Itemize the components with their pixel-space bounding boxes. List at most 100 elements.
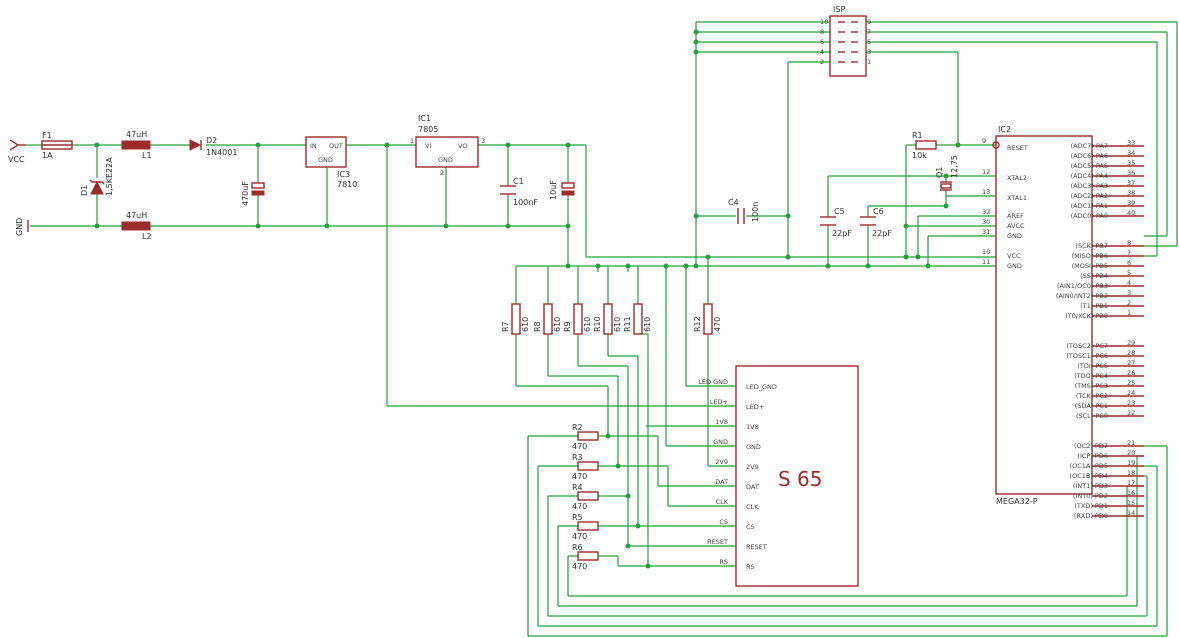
resistor-value: 470: [572, 532, 587, 541]
ic2-pin-number: 9: [982, 137, 986, 145]
ic2-pin-name: (TDI) PC5: [1077, 362, 1108, 370]
c5-value: 22pF: [832, 229, 852, 238]
c1-value: 100nF: [513, 198, 538, 207]
resistor-name: R8: [533, 321, 542, 332]
resistor-body: [577, 551, 599, 561]
s65-net-label: 1V8: [715, 418, 728, 426]
ic2-pin-name: (TOSC1) PC6: [1066, 352, 1108, 360]
ic2-pin-number: 13: [982, 188, 990, 196]
l1-name: L1: [142, 151, 152, 160]
resistor-body: [511, 303, 521, 335]
ic2-pin-number: 33: [1127, 139, 1135, 147]
ic2-pin-number: 28: [1127, 349, 1135, 357]
ic2-pin-name: (T1) PB1: [1080, 302, 1108, 310]
s65-net-label: GND: [713, 438, 728, 446]
ic2-pin-name: (INT0) PD2: [1073, 492, 1108, 500]
s65-pin-name: DAT: [746, 483, 759, 491]
resistor-body: [633, 303, 643, 335]
resistor-value: 610: [613, 317, 622, 332]
ic2-pin-number: 25: [1127, 379, 1135, 387]
ic1-pin-3: 3: [481, 137, 485, 145]
ic2-pin-number: 20: [1127, 449, 1135, 457]
resistor-name: R11: [623, 316, 632, 332]
resistor-value: 470: [572, 442, 587, 451]
resistor-value: 470: [713, 317, 722, 332]
ic2-pin-number: 36: [1127, 169, 1135, 177]
ic2-pin-name: (MOSI) PB5: [1072, 262, 1108, 270]
capacitor-c6: C6 22pF: [860, 207, 892, 238]
ic2-type: MEGA32-P: [996, 497, 1038, 506]
s65-net-label: LED GND: [698, 378, 728, 386]
resistor-body: [577, 491, 599, 501]
ic2-pin-name: GND: [1007, 262, 1022, 270]
ic2-pin-name: (SCK) PB7: [1075, 242, 1108, 250]
q1-name: Q1: [935, 167, 944, 178]
resistor-name: R12: [693, 316, 702, 332]
gnd-terminal: GND: [15, 218, 29, 236]
isp-pin-number: 5: [867, 38, 871, 46]
ic2-pin-name: GND: [1007, 232, 1022, 240]
isp-pin-number: 2: [820, 58, 824, 66]
resistor-value: 470: [572, 502, 587, 511]
l2-value: 47uH: [126, 211, 147, 220]
ic2-pin-number: 7: [1127, 249, 1131, 257]
ic2-pin-name: (ADC7) PA7: [1071, 142, 1108, 150]
s65-pin-name: 2V9: [746, 463, 759, 471]
ic1-pin-vo: VO: [458, 142, 467, 150]
ic2-pin-name: (TDO) PC4: [1074, 372, 1108, 380]
ic2-pin-number: 1: [1127, 309, 1131, 317]
ic2-pin-number: 37: [1127, 179, 1135, 187]
ic2-pin-name: (SS) PB4: [1080, 272, 1108, 280]
c6-name: C6: [873, 207, 884, 216]
ic2-pin-name: (ADC5) PA5: [1071, 162, 1108, 170]
c6-value: 22pF: [872, 229, 892, 238]
junctions: [94, 29, 961, 569]
ic3-name: IC3: [337, 170, 350, 179]
ic2-pin-name: (OC2) PD7: [1074, 442, 1108, 450]
l2-name: L2: [142, 232, 152, 241]
ic2-pin-name: XTAL1: [1007, 194, 1027, 202]
ic1-pin-gnd: GND: [438, 156, 453, 164]
ic2-pin-name: (ADC2) PA2: [1071, 192, 1108, 200]
ic2-pin-name: XTAL2: [1007, 174, 1027, 182]
ic2-pin-number: 27: [1127, 359, 1135, 367]
ic1-pin-2: 2: [440, 169, 444, 177]
ic2-pin-number: 19: [1127, 459, 1135, 467]
ic2-pin-number: 31: [982, 228, 990, 236]
ic2-pin-number: 6: [1127, 259, 1131, 267]
ic2-pin-number: 35: [1127, 159, 1135, 167]
ic2-pin-number: 14: [1127, 509, 1135, 517]
regulator-ic1: VI VO GND 1 3 2 IC1 7805: [410, 114, 485, 177]
resistor-value: 610: [553, 317, 562, 332]
resistor-body: [577, 521, 599, 531]
s65-net-label: RESET: [707, 538, 728, 546]
resistor-name: R6: [572, 543, 583, 552]
ic2-pin-name: (SDA) PC1: [1075, 402, 1108, 410]
capacitor-470uf: 470uF: [241, 181, 265, 206]
s65-pin-name: CS: [746, 523, 755, 531]
wires: [26, 21, 1178, 637]
ic2-pin-name: AVCC: [1007, 222, 1025, 230]
d2-value: 1N4001: [206, 148, 237, 157]
s65-pin-name: LED+: [746, 403, 764, 411]
ic2-pin-name: (TXD) PD1: [1074, 502, 1108, 510]
ic2-pin-number: 30: [982, 218, 990, 226]
c5-name: C5: [834, 207, 845, 216]
isp-pin-number: 8: [820, 28, 824, 36]
isp-name: ISP: [833, 5, 845, 14]
ic2-pin-name: (ADC6) PA6: [1071, 152, 1108, 160]
isp-pin-number: 3: [867, 48, 871, 56]
ic2-pin-number: 16: [1127, 489, 1135, 497]
ic2-pin-number: 32: [982, 208, 990, 216]
ic2-pin-name: VCC: [1007, 252, 1021, 260]
diode-d2: D2 1N4001: [189, 136, 237, 157]
ic2-pin-name: (ADC0) PA0: [1071, 212, 1108, 220]
isp-pin-number: 4: [820, 48, 824, 56]
ic2-pin-number: 23: [1127, 399, 1135, 407]
c4-name: C4: [728, 198, 739, 207]
